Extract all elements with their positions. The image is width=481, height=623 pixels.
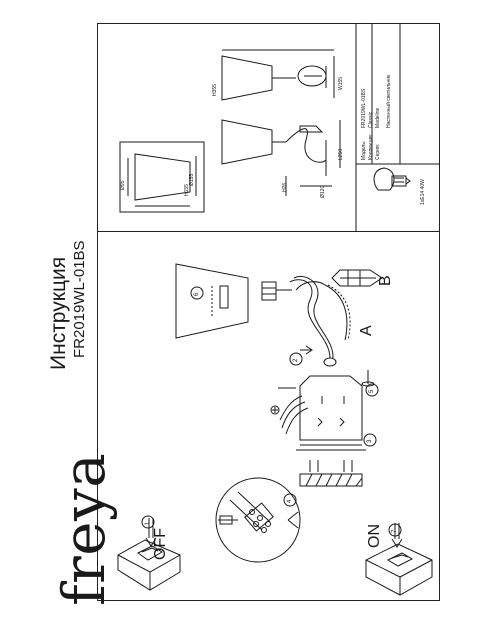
spec-model-label: Модель: bbox=[361, 140, 367, 160]
dim-base-h: H26 bbox=[282, 182, 288, 192]
step4-number: 4 bbox=[287, 499, 293, 503]
dim-shade-d-top: Ø95 bbox=[120, 180, 126, 190]
lamp-front-view bbox=[221, 49, 335, 101]
spec-table bbox=[355, 23, 440, 231]
dim-lamp-l: L250 bbox=[338, 148, 344, 160]
spec-series-value: Madeline bbox=[375, 107, 381, 128]
switch-box-on bbox=[365, 543, 433, 596]
bulb-icon bbox=[373, 167, 411, 191]
part-b-label: B bbox=[377, 275, 394, 286]
spec-type-value: Настенный светильник bbox=[386, 74, 392, 128]
step1-label: OFF bbox=[152, 528, 169, 560]
step3-number: 3 bbox=[367, 439, 373, 443]
wires bbox=[270, 387, 309, 435]
crystal-drop bbox=[331, 269, 383, 287]
section-divider bbox=[97, 231, 440, 232]
spec-collection-value: Classic bbox=[368, 111, 374, 128]
lamp-socket bbox=[261, 281, 292, 301]
terminal-detail bbox=[215, 477, 301, 563]
spec-model-value: FR2019WL-01BS bbox=[361, 88, 367, 128]
switch-box-off bbox=[117, 539, 181, 591]
lamp-side-view bbox=[221, 119, 341, 196]
step6-number: 6 bbox=[194, 292, 200, 296]
spec-series-label: Серия: bbox=[375, 143, 381, 160]
part-a-label: A bbox=[358, 325, 375, 336]
shade-dim-drawing bbox=[119, 141, 205, 213]
dim-lamp-w: W155 bbox=[338, 76, 344, 90]
spec-collection-label: Коллекция: bbox=[368, 133, 374, 160]
step7-label: ON bbox=[366, 524, 383, 548]
dim-lamp-h: H355 bbox=[212, 84, 218, 96]
mounting-plate bbox=[296, 375, 366, 487]
step1-number: 1 bbox=[145, 521, 151, 525]
dim-shade-d-bottom: Ø155 bbox=[189, 173, 195, 186]
step5-number: 5 bbox=[369, 389, 375, 393]
spec-bulb: 1xE14 40W bbox=[420, 179, 426, 205]
lamp-shade bbox=[175, 263, 249, 339]
lamp-arm bbox=[289, 276, 351, 367]
step7-number: 7 bbox=[392, 529, 398, 533]
step2-number: 2 bbox=[293, 358, 299, 362]
content-frame bbox=[97, 23, 440, 601]
dim-base-d: Ø120 bbox=[320, 185, 326, 198]
